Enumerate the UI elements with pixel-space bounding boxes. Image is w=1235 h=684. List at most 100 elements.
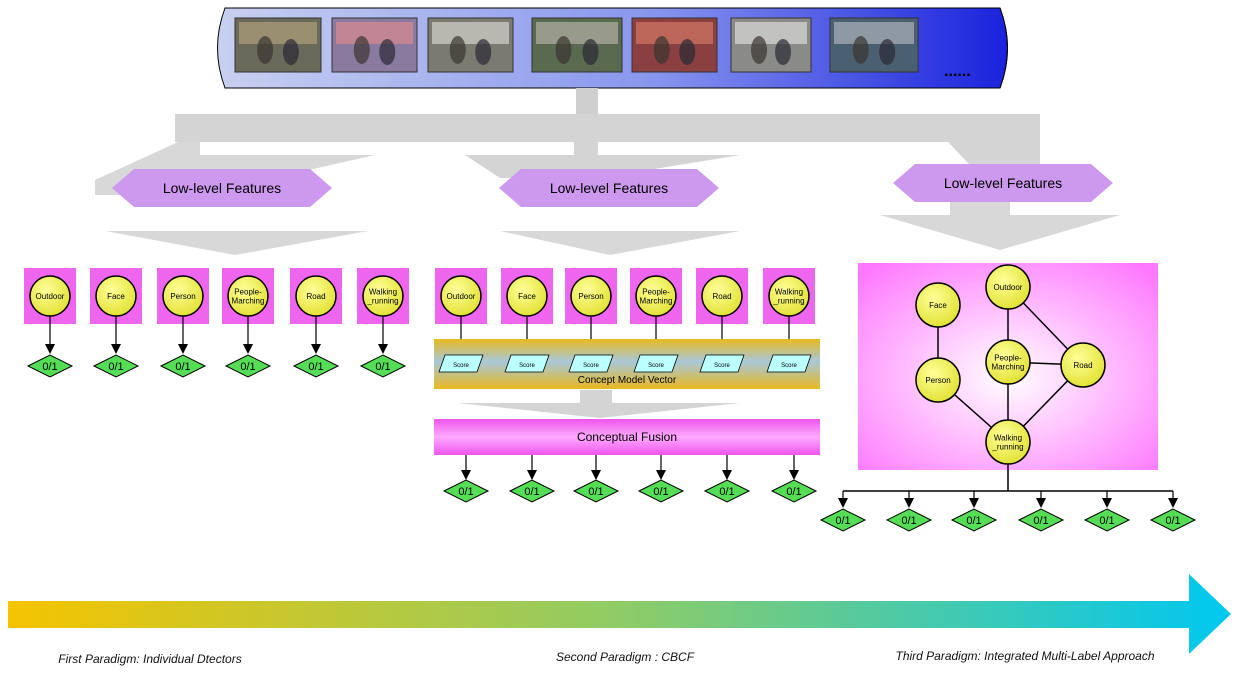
concept-detector: Walking_running bbox=[357, 268, 409, 354]
low-level-features-hexagon: Low-level Features bbox=[499, 169, 719, 207]
output-label: 0/1 bbox=[901, 515, 916, 527]
concept-label: People-Marching bbox=[640, 287, 673, 305]
conceptual-fusion-label: Conceptual Fusion bbox=[577, 430, 677, 444]
output-label: 0/1 bbox=[108, 361, 123, 373]
binary-output-diamond: 0/1 bbox=[292, 354, 340, 378]
output-label: 0/1 bbox=[175, 361, 190, 373]
binary-output-diamond: 0/1 bbox=[224, 354, 272, 378]
concept-model-vector-bar: Concept Model Vector bbox=[434, 339, 820, 389]
binary-output-diamond: 0/1 bbox=[572, 479, 620, 503]
concept-detector: Road bbox=[696, 268, 748, 352]
paradigm-1-caption: First Paradigm: Individual Dtectors bbox=[58, 652, 242, 666]
concept-label: Face bbox=[518, 292, 536, 301]
video-frame bbox=[531, 17, 623, 73]
output-label: 0/1 bbox=[1165, 515, 1180, 527]
binary-output-diamond: 0/1 bbox=[1083, 508, 1131, 532]
binary-output-diamond: 0/1 bbox=[359, 354, 407, 378]
concept-label: Outdoor bbox=[447, 292, 476, 301]
binary-output-diamond: 0/1 bbox=[950, 508, 998, 532]
low-level-features-hexagon: Low-level Features bbox=[112, 169, 332, 207]
output-label: 0/1 bbox=[1099, 515, 1114, 527]
concept-detector: Road bbox=[290, 268, 342, 354]
concept-label: Person bbox=[578, 292, 603, 301]
binary-output-diamond: 0/1 bbox=[1149, 508, 1197, 532]
concept-detector: Face bbox=[90, 268, 142, 354]
concept-detector: Outdoor bbox=[435, 268, 487, 352]
output-label: 0/1 bbox=[42, 361, 57, 373]
score-label: Score bbox=[781, 363, 797, 369]
binary-output-diamond: 0/1 bbox=[637, 479, 685, 503]
conceptual-fusion-bar: Conceptual Fusion bbox=[434, 419, 820, 455]
concept-label: Road bbox=[306, 292, 325, 301]
output-label: 0/1 bbox=[1033, 515, 1048, 527]
concept-detector: Person bbox=[157, 268, 209, 354]
output-label: 0/1 bbox=[835, 515, 850, 527]
concept-detector: People-Marching bbox=[630, 268, 682, 352]
graph-node-label: People-Marching bbox=[992, 353, 1025, 371]
score-label: Score bbox=[519, 363, 535, 369]
concept-graph-node: Outdoor bbox=[985, 264, 1031, 310]
filmstrip-ellipsis: ...... bbox=[944, 63, 971, 80]
concept-graph-node: Face bbox=[915, 282, 961, 328]
concept-detector: Person bbox=[565, 268, 617, 352]
video-frame bbox=[427, 17, 514, 73]
video-frame bbox=[730, 17, 812, 73]
binary-output-diamond: 0/1 bbox=[159, 354, 207, 378]
video-frame bbox=[631, 17, 718, 73]
paradigm-2-caption: Second Paradigm : CBCF bbox=[555, 650, 695, 664]
score-box: Score bbox=[633, 354, 679, 373]
output-label: 0/1 bbox=[375, 361, 390, 373]
concept-label: Outdoor bbox=[36, 292, 65, 301]
paradigm-3-caption: Third Paradigm: Integrated Multi-Label A… bbox=[895, 649, 1155, 663]
binary-output-diamond: 0/1 bbox=[819, 508, 867, 532]
output-label: 0/1 bbox=[524, 486, 539, 498]
graph-node-label: Face bbox=[929, 301, 947, 310]
concept-detector: People-Marching bbox=[222, 268, 274, 354]
output-label: 0/1 bbox=[653, 486, 668, 498]
video-frame bbox=[331, 17, 418, 73]
score-label: Score bbox=[453, 363, 469, 369]
output-label: 0/1 bbox=[719, 486, 734, 498]
video-filmstrip: ...... bbox=[217, 7, 1008, 89]
concept-graph-node: Person bbox=[915, 357, 961, 403]
concept-label: Person bbox=[170, 292, 195, 301]
score-boxes: Score Score Score Score Score Score bbox=[438, 354, 812, 373]
score-label: Score bbox=[583, 363, 599, 369]
output-label: 0/1 bbox=[240, 361, 255, 373]
concept-detector: Face bbox=[501, 268, 553, 352]
concept-graph-node: People-Marching bbox=[985, 339, 1031, 385]
concept-label: People-Marching bbox=[232, 287, 265, 305]
output-label: 0/1 bbox=[588, 486, 603, 498]
concept-graph-node: Road bbox=[1060, 342, 1106, 388]
concept-detector: Walking_running bbox=[763, 268, 815, 352]
concept-detector: Outdoor bbox=[24, 268, 76, 354]
score-box: Score bbox=[699, 354, 745, 373]
graph-node-label: Road bbox=[1073, 361, 1092, 370]
binary-output-diamond: 0/1 bbox=[92, 354, 140, 378]
graph-node-label: Walking_running bbox=[991, 433, 1023, 451]
low-level-features-label: Low-level Features bbox=[163, 180, 281, 196]
concept-label: Face bbox=[107, 292, 125, 301]
graph-node-label: Person bbox=[925, 376, 950, 385]
output-label: 0/1 bbox=[786, 486, 801, 498]
score-box: Score bbox=[504, 354, 550, 373]
video-frame bbox=[234, 17, 322, 73]
score-box: Score bbox=[766, 354, 812, 373]
video-frame bbox=[829, 17, 919, 73]
low-level-features-label: Low-level Features bbox=[550, 180, 668, 196]
output-label: 0/1 bbox=[308, 361, 323, 373]
score-label: Score bbox=[648, 363, 664, 369]
concept-rows: Outdoor 0/1 Face 0/1 Person 0/1 People-Marchin… bbox=[24, 268, 818, 503]
score-label: Score bbox=[714, 363, 730, 369]
binary-output-diamond: 0/1 bbox=[1017, 508, 1065, 532]
concept-graph-node: Walking_running bbox=[985, 419, 1031, 465]
concept-label: Walking_running bbox=[772, 287, 804, 305]
output-label: 0/1 bbox=[966, 515, 981, 527]
binary-output-diamond: 0/1 bbox=[442, 479, 490, 503]
concept-model-vector-label: Concept Model Vector bbox=[578, 375, 677, 386]
binary-output-diamond: 0/1 bbox=[508, 479, 556, 503]
score-box: Score bbox=[568, 354, 614, 373]
